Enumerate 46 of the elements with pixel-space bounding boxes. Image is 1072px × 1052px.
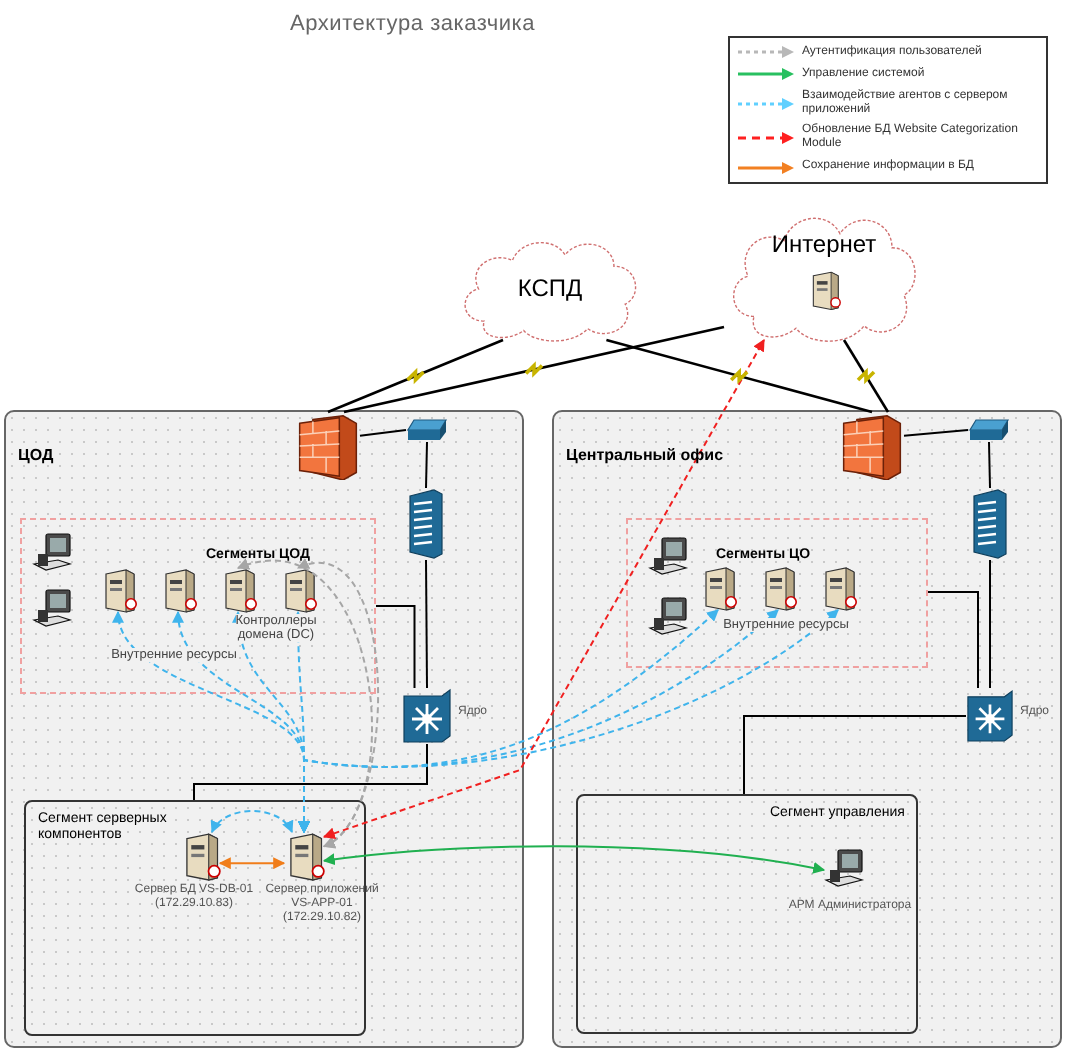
server-icon: [820, 566, 856, 610]
network-link: [988, 441, 991, 489]
network-link: [842, 339, 890, 413]
server-icon: [100, 568, 136, 612]
flow-arrow: [322, 338, 765, 839]
core-switch-icon: [402, 688, 452, 744]
server-icon: [180, 832, 220, 880]
network-link: [903, 429, 969, 437]
segment-title: Центральный офис: [566, 446, 724, 464]
flow-arrow: [322, 845, 826, 874]
segment-panel: [576, 794, 918, 1034]
flow-arrow: [218, 857, 286, 870]
switch-icon: [968, 418, 1010, 442]
flow-arrow: [236, 559, 373, 848]
flow-arrow: [296, 559, 379, 848]
server-icon: [700, 566, 736, 610]
diagram-title: Архитектура заказчика: [290, 10, 535, 40]
site-zone: [552, 410, 1062, 1048]
server-icon: [280, 568, 316, 612]
firewall-icon: [840, 412, 904, 480]
firewall-icon: [296, 412, 360, 480]
cloud-label: Интернет: [771, 228, 877, 262]
network-link: [343, 325, 725, 414]
segment-title: ЦОД: [18, 446, 54, 464]
server-icon: [160, 568, 196, 612]
network-link: [327, 338, 504, 414]
server-icon: [284, 832, 324, 880]
computer-icon: [824, 848, 868, 892]
network-link: [425, 441, 428, 489]
appliance-icon: [408, 488, 444, 560]
network-link: [375, 605, 416, 689]
switch-icon: [406, 418, 448, 442]
server-icon: [760, 566, 796, 610]
cloud-label: КСПД: [517, 272, 583, 306]
appliance-icon: [972, 488, 1008, 560]
core-switch-icon: [966, 688, 1014, 744]
network-link: [425, 559, 428, 689]
network-link: [743, 715, 967, 795]
site-zone: [4, 410, 524, 1048]
network-link: [359, 429, 407, 437]
network-link: [989, 559, 991, 689]
network-link: [193, 743, 428, 801]
network-link: [927, 591, 979, 689]
flow-arrow: [211, 810, 293, 834]
server-icon: [220, 568, 256, 612]
network-link: [606, 338, 873, 414]
